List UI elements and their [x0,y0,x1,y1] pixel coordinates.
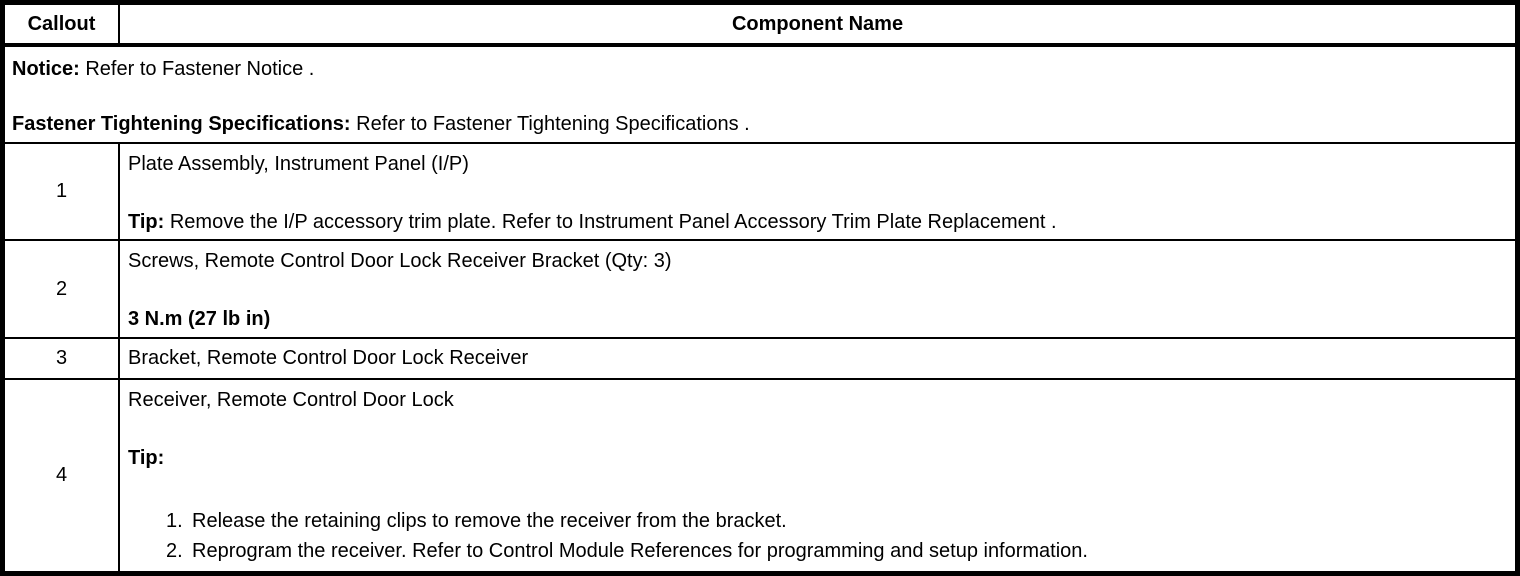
notice-text: Refer to Fastener Notice . [79,58,315,80]
component-cell: Receiver, Remote Control Door Lock Tip: … [120,380,1515,571]
step-text: Reprogram the receiver. Refer to Control… [192,540,1088,562]
component-cell: Screws, Remote Control Door Lock Receive… [120,241,1515,337]
step-number: 2. [166,540,183,562]
component-name-text: Plate Assembly, Instrument Panel (I/P) [128,153,469,175]
fastener-notice-line: Notice: Refer to Fastener Notice . [12,57,1507,81]
component-name-text: Receiver, Remote Control Door Lock [128,389,454,411]
tip-label: Tip: [128,211,165,233]
table-row: 3 Bracket, Remote Control Door Lock Rece… [5,339,1515,380]
list-item: 2. Reprogram the receiver. Refer to Cont… [166,536,1507,566]
torque-value: 3 N.m (27 lb in) [128,308,271,330]
tip-label: Tip: [128,447,165,469]
table-header-row: Callout Component Name [5,5,1515,47]
fastener-specs-label: Fastener Tightening Specifications: [12,113,351,135]
tip-line: Tip: Remove the I/P accessory trim plate… [128,210,1507,234]
table-row: 4 Receiver, Remote Control Door Lock Tip… [5,380,1515,571]
list-item: 1. Release the retaining clips to remove… [166,506,1507,536]
notice-row: Notice: Refer to Fastener Notice . Faste… [5,47,1515,144]
component-name-text: Bracket, Remote Control Door Lock Receiv… [128,347,529,369]
callout-number: 3 [5,339,120,378]
header-component-name: Component Name [731,12,904,35]
table-row: 1 Plate Assembly, Instrument Panel (I/P)… [5,144,1515,241]
component-cell: Bracket, Remote Control Door Lock Receiv… [120,339,1515,378]
notice-cell: Notice: Refer to Fastener Notice . Faste… [5,47,1515,142]
component-name-text: Screws, Remote Control Door Lock Receive… [128,250,672,272]
tip-text: Remove the I/P accessory trim plate. Ref… [164,211,1057,233]
step-text: Release the retaining clips to remove th… [192,510,787,532]
fastener-specs-text: Refer to Fastener Tightening Specificati… [350,113,750,135]
header-callout: Callout [5,5,120,43]
notice-label: Notice: [12,58,80,80]
component-cell: Plate Assembly, Instrument Panel (I/P) T… [120,144,1515,239]
fastener-specs-line: Fastener Tightening Specifications: Refe… [12,112,1507,136]
torque-spec: 3 N.m (27 lb in) [128,307,1507,331]
tip-steps-list: 1. Release the retaining clips to remove… [166,506,1507,566]
callout-number: 1 [5,144,120,239]
callout-number: 2 [5,241,120,337]
table-row: 2 Screws, Remote Control Door Lock Recei… [5,241,1515,339]
step-number: 1. [166,510,183,532]
tip-line: Tip: [128,446,1507,470]
callout-number: 4 [5,380,120,571]
